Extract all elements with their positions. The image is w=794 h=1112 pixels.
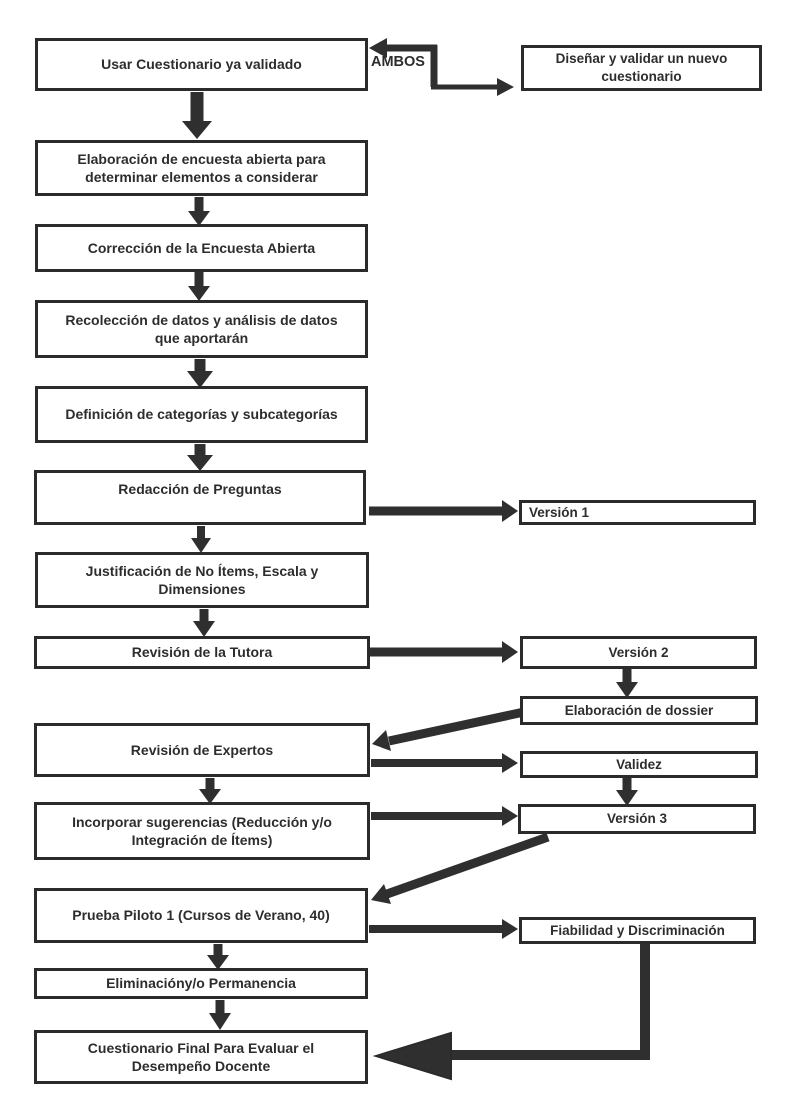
arrow-usar-to-elaboracion: [182, 92, 212, 139]
connector-label-ambos: AMBOS: [371, 54, 425, 70]
node-usar-cuestionario: Usar Cuestionario ya validado: [35, 38, 368, 91]
node-cuestionario-final: Cuestionario Final Para Evaluar el Desem…: [34, 1030, 368, 1084]
node-revision-expertos: Revisión de Expertos: [34, 723, 370, 777]
node-fiabilidad: Fiabilidad y Discriminación: [519, 917, 756, 944]
arrow-dossier-to-expertos: [372, 707, 525, 751]
arrow-elaboracion-to-correccion: [188, 197, 210, 226]
arrow-eliminacion-to-final: [209, 1000, 231, 1030]
node-prueba-piloto: Prueba Piloto 1 (Cursos de Verano, 40): [34, 888, 368, 943]
arrow-incorporar-to-version3: [371, 806, 518, 826]
node-version-3: Versión 3: [518, 804, 756, 834]
arrow-definicion-to-redaccion: [187, 444, 213, 471]
arrow-validez-to-version3: [616, 778, 638, 806]
node-justificacion-items: Justificación de No Ítems, Escala y Dime…: [35, 552, 369, 608]
node-elaboracion-dossier: Elaboración de dossier: [520, 696, 758, 725]
arrow-expertos-to-validez: [371, 753, 518, 773]
node-recoleccion-datos: Recolección de datos y análisis de datos…: [35, 300, 368, 358]
node-disenar-cuestionario: Diseñar y validar un nuevo cuestionario: [521, 45, 762, 91]
node-elaboracion-encuesta: Elaboración de encuesta abierta para det…: [35, 140, 368, 196]
arrow-recoleccion-to-definicion: [187, 359, 213, 388]
arrow-version2-to-dossier: [616, 669, 638, 698]
node-version-1: Versión 1: [519, 500, 756, 525]
node-validez: Validez: [520, 751, 758, 778]
connector-fiabilidad-to-final: [372, 941, 650, 1081]
node-correccion-encuesta: Corrección de la Encuesta Abierta: [35, 224, 368, 272]
arrow-expertos-to-incorporar: [199, 778, 221, 804]
arrow-version3-to-prueba: [371, 832, 550, 904]
arrow-correccion-to-recoleccion: [188, 272, 210, 301]
arrow-tutora-to-version2: [369, 641, 518, 663]
arrow-redaccion-to-justificacion: [191, 526, 211, 553]
arrow-justificacion-to-tutora: [193, 609, 215, 637]
node-version-2: Versión 2: [520, 636, 757, 669]
node-definicion-categorias: Definición de categorías y subcategorías: [35, 386, 368, 443]
node-redaccion-preguntas: Redacción de Preguntas: [34, 470, 366, 525]
arrow-prueba-to-fiabilidad: [369, 919, 518, 939]
arrow-redaccion-to-version1: [369, 500, 518, 522]
arrow-prueba-to-eliminacion: [207, 944, 229, 970]
connector-ambos: [369, 38, 514, 96]
node-revision-tutora: Revisión de la Tutora: [34, 636, 370, 669]
node-eliminacion: Eliminacióny/o Permanencia: [34, 968, 368, 999]
node-incorporar-sugerencias: Incorporar sugerencias (Reducción y/o In…: [34, 802, 370, 860]
